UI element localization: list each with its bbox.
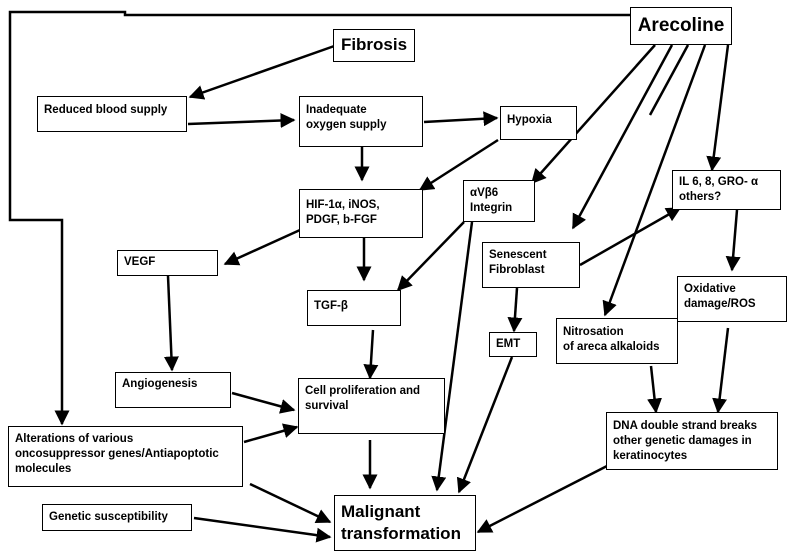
arrow-vegf-to-angiogenesis xyxy=(163,275,179,372)
node-emt: EMT xyxy=(489,332,537,357)
node-cell-proliferation: Cell proliferation and survival xyxy=(298,378,445,434)
node-fibrosis: Fibrosis xyxy=(333,29,415,62)
node-malignant-transformation: Malignant transformation xyxy=(334,495,476,551)
arrow-arecoline-to-senescent xyxy=(571,44,674,230)
arrow-arecoline-to-oxidative xyxy=(648,44,690,116)
arrow-integrin-to-tgf xyxy=(396,221,465,292)
node-nitrosation: Nitrosation of areca alkaloids xyxy=(556,318,678,364)
arrow-arecoline-to-il xyxy=(706,44,730,172)
arrow-arecoline-to-alterations xyxy=(8,10,630,426)
node-inadequate-oxygen: Inadequate oxygen supply xyxy=(299,96,423,147)
arrow-il-to-oxidative xyxy=(725,209,741,272)
arrow-tgf-to-cell-prolif xyxy=(363,329,379,380)
node-reduced-blood-supply: Reduced blood supply xyxy=(37,96,187,132)
arrow-fibrosis-to-reduced-blood xyxy=(188,42,341,100)
node-il: IL 6, 8, GRO- α others? xyxy=(672,170,781,210)
arrow-genetic-to-malignant xyxy=(193,516,332,543)
arrow-senescent-to-emt xyxy=(507,287,523,333)
node-hypoxia: Hypoxia xyxy=(500,106,577,140)
node-integrin: αVβ6 Integrin xyxy=(463,180,535,222)
node-alterations: Alterations of various oncosuppressor ge… xyxy=(8,426,243,487)
node-tgf-beta: TGF-β xyxy=(307,290,401,326)
node-angiogenesis: Angiogenesis xyxy=(115,372,231,408)
arrow-alterations-to-malignant xyxy=(249,482,332,524)
arrow-arecoline-to-integrin xyxy=(531,44,656,185)
arrow-angiogenesis-to-cell-prolif xyxy=(231,391,296,414)
arrow-oxidative-to-dna xyxy=(712,327,730,414)
arrow-arecoline-to-nitrosation xyxy=(602,44,707,317)
node-dna-damage: DNA double strand breaks other genetic d… xyxy=(606,412,778,470)
arrow-hif-to-vegf xyxy=(223,228,301,266)
node-arecoline: Arecoline xyxy=(630,7,732,45)
arrow-nitrosation-to-dna xyxy=(647,365,662,414)
arrow-emt-to-malignant xyxy=(456,356,514,494)
arrow-dna-to-malignant xyxy=(476,464,608,534)
node-senescent-fibroblast: Senescent Fibroblast xyxy=(482,242,580,288)
arrow-integrin-to-malignant xyxy=(431,221,474,492)
node-oxidative-damage: Oxidative damage/ROS xyxy=(677,276,787,322)
arrow-alterations-to-cell-prolif xyxy=(243,423,299,444)
node-hif: HIF-1α, iNOS, PDGF, b-FGF xyxy=(299,189,423,238)
arrow-senescent-to-il xyxy=(579,206,682,267)
node-vegf: VEGF xyxy=(117,250,218,276)
arrow-inadequate-oxygen-to-hypoxia xyxy=(423,111,499,127)
arrow-hypoxia-to-hif xyxy=(418,138,499,192)
node-genetic-susceptibility: Genetic susceptibility xyxy=(42,504,192,531)
arrow-reduced-blood-to-inadequate-oxygen xyxy=(187,113,296,129)
